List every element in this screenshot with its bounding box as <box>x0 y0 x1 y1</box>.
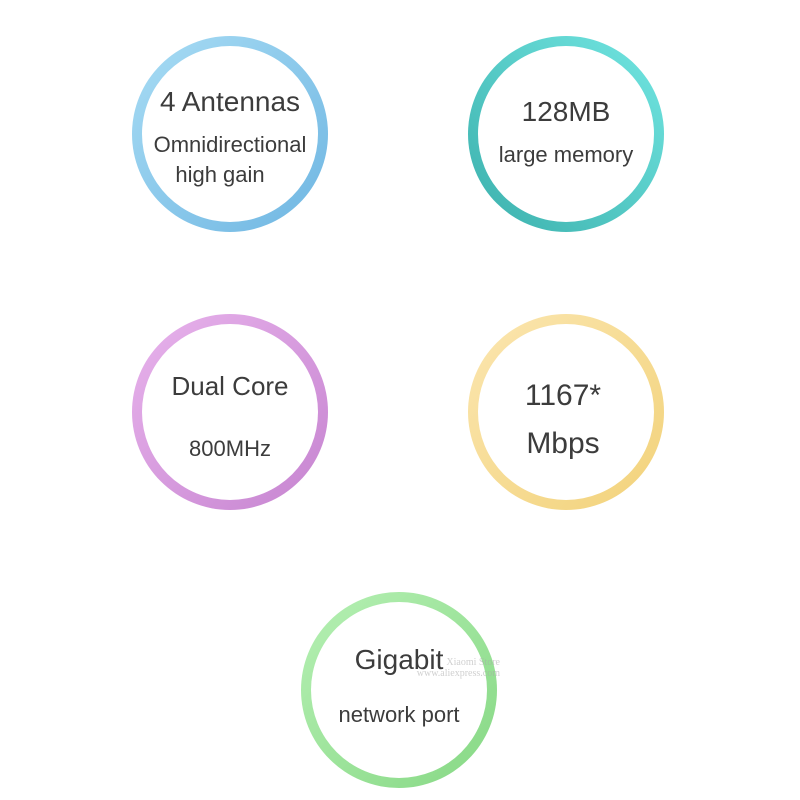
network-port-title: Gigabit <box>354 644 444 675</box>
memory-title: 128MB <box>521 96 611 127</box>
speed-badge-face: 1167* Mbps <box>478 324 654 500</box>
watermark-line-2: www.aliexpress.com <box>416 668 500 679</box>
cpu-badge: Dual Core 800MHz <box>132 314 328 510</box>
antennas-title: 4 Antennas <box>159 86 301 117</box>
speed-unit: Mbps <box>526 427 600 460</box>
memory-subtitle: large memory <box>498 142 634 167</box>
antennas-subtitle: Omnidirectional <box>153 132 307 157</box>
watermark-line-1: Xiaomi Store <box>446 657 500 668</box>
speed-badge: 1167* Mbps <box>468 314 664 510</box>
network-port-subtitle: network port <box>338 702 460 727</box>
store-watermark: Xiaomi Store www.aliexpress.com <box>400 657 500 679</box>
cpu-title: Dual Core <box>171 371 289 401</box>
antennas-badge: 4 Antennas Omnidirectional high gain <box>132 36 328 232</box>
cpu-frequency: 800MHz <box>189 436 271 461</box>
memory-badge-face: 128MB large memory <box>478 46 654 222</box>
network-port-badge-face: Gigabit network port <box>311 602 487 778</box>
speed-value: 1167* <box>524 379 602 412</box>
antennas-detail: high gain <box>175 162 265 187</box>
memory-badge: 128MB large memory <box>468 36 664 232</box>
antennas-badge-face: 4 Antennas Omnidirectional high gain <box>142 46 318 222</box>
network-port-badge: Gigabit network port <box>301 592 497 788</box>
cpu-badge-face: Dual Core 800MHz <box>142 324 318 500</box>
